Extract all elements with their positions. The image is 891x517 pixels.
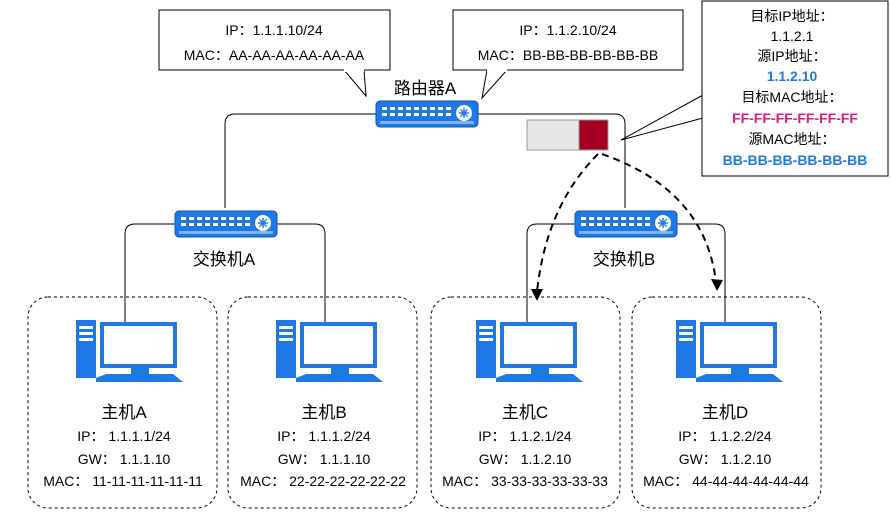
host-gw: GW： 1.1.1.10 xyxy=(278,451,371,467)
dst-mac-label: 目标MAC地址： xyxy=(741,89,842,105)
computer-icon xyxy=(676,320,783,382)
link-router-switch-b xyxy=(478,113,626,208)
host-name: 主机D xyxy=(702,403,748,422)
host-ip: IP： 1.1.2.2/24 xyxy=(678,428,772,444)
broadcast-arrows xyxy=(536,153,717,293)
host-mac: MAC： 44-44-44-44-44-44 xyxy=(643,473,809,489)
arp-frame-callout: 目标IP地址： 1.1.2.1 源IP地址： 1.1.2.10 目标MAC地址：… xyxy=(620,0,889,177)
broadcast-arrow-to-c xyxy=(536,153,599,293)
router-icon xyxy=(375,100,479,128)
link-router-switch-a xyxy=(224,113,378,208)
dst-ip-value: 1.1.2.1 xyxy=(771,28,814,44)
host-mac: MAC： 22-22-22-22-22-22 xyxy=(240,473,406,489)
router-right-mac: MAC：BB-BB-BB-BB-BB-BB xyxy=(478,47,658,63)
dst-mac-value: FF-FF-FF-FF-FF-FF xyxy=(732,110,858,126)
computer-icon xyxy=(476,320,583,382)
router-left-interface-box: IP：1.1.1.10/24 MAC：AA-AA-AA-AA-AA-AA xyxy=(158,9,391,98)
src-mac-label: 源MAC地址： xyxy=(748,131,835,147)
host-mac: MAC： 33-33-33-33-33-33 xyxy=(442,473,608,489)
router-a: 路由器A xyxy=(375,79,479,128)
router-right-interface-box: IP：1.1.2.10/24 MAC：BB-BB-BB-BB-BB-BB xyxy=(452,9,684,100)
switch-icon xyxy=(574,210,678,238)
host-name: 主机A xyxy=(101,403,147,422)
host-gw: GW： 1.1.2.10 xyxy=(479,451,572,467)
host-mac: MAC： 11-11-11-11-11-11 xyxy=(43,473,203,489)
computer-icon xyxy=(276,320,383,382)
host-group-boxes xyxy=(27,296,822,509)
host-gw: GW： 1.1.1.10 xyxy=(78,451,171,467)
router-left-mac: MAC：AA-AA-AA-AA-AA-AA xyxy=(184,47,365,63)
link-switch-a-host-b xyxy=(277,223,326,324)
src-ip-label: 源IP地址： xyxy=(757,48,826,64)
host-ip: IP： 1.1.1.2/24 xyxy=(277,428,371,444)
host-name: 主机B xyxy=(301,403,346,422)
host-b: 主机B IP： 1.1.1.2/24 GW： 1.1.1.10 MAC： 22-… xyxy=(240,320,406,489)
host-gw: GW： 1.1.2.10 xyxy=(679,451,772,467)
router-left-ip: IP：1.1.1.10/24 xyxy=(225,22,323,38)
host-a: 主机A IP： 1.1.1.1/24 GW： 1.1.1.10 MAC： 11-… xyxy=(43,320,203,489)
switch-b-name: 交换机B xyxy=(593,250,655,269)
switch-icon xyxy=(174,210,278,238)
dst-ip-label: 目标IP地址： xyxy=(750,8,833,24)
host-ip: IP： 1.1.1.1/24 xyxy=(77,428,171,444)
src-mac-value: BB-BB-BB-BB-BB-BB xyxy=(723,152,868,168)
host-ip: IP： 1.1.2.1/24 xyxy=(478,428,572,444)
router-right-ip: IP：1.1.2.10/24 xyxy=(519,22,617,38)
link-switch-b-host-d xyxy=(677,223,726,324)
link-switch-a-host-a xyxy=(124,223,175,324)
arrowhead-c xyxy=(531,289,543,301)
switch-b: 交换机B xyxy=(574,210,678,269)
src-ip-value: 1.1.2.10 xyxy=(767,68,818,84)
host-c: 主机C IP： 1.1.2.1/24 GW： 1.1.2.10 MAC： 33-… xyxy=(442,320,608,489)
links xyxy=(124,113,726,324)
arp-frame-packet xyxy=(526,119,609,151)
broadcast-arrow-to-d xyxy=(601,153,717,283)
host-name: 主机C xyxy=(502,403,548,422)
computer-icon xyxy=(76,320,183,382)
link-switch-b-host-c xyxy=(526,223,575,324)
switch-a: 交换机A xyxy=(174,210,278,269)
switch-a-name: 交换机A xyxy=(193,250,256,269)
router-name: 路由器A xyxy=(394,79,457,98)
host-d: 主机D IP： 1.1.2.2/24 GW： 1.1.2.10 MAC： 44-… xyxy=(643,320,809,489)
arrowhead-d xyxy=(711,279,723,291)
